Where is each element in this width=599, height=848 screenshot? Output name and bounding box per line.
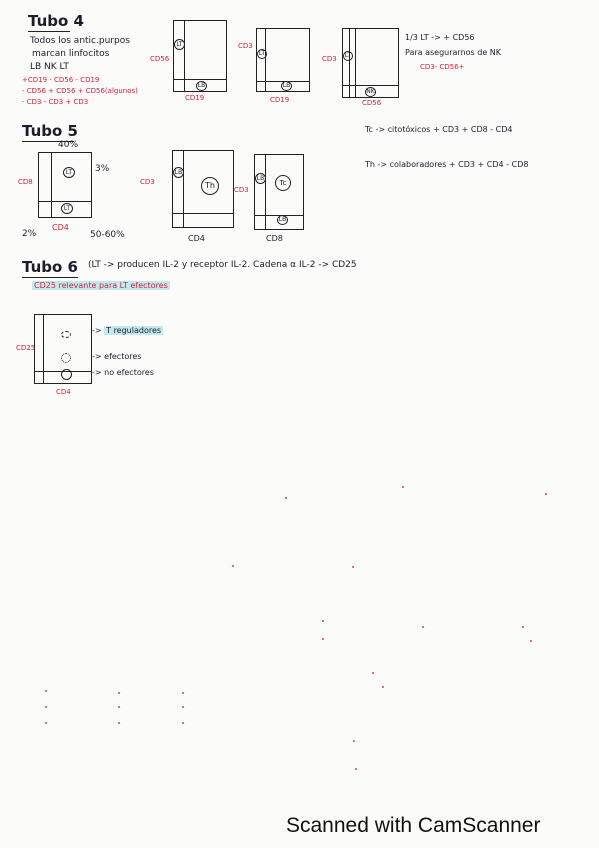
cell-marker: LT (257, 49, 267, 59)
tubo5-title-underline (22, 141, 74, 142)
tubo5-pct-top: 40% (58, 140, 79, 150)
cell-marker: LB (281, 81, 292, 91)
tubo4-plot2: LT LB (256, 28, 310, 92)
cell-marker: LB (173, 167, 184, 178)
tubo4-plot3-xlabel: CD56 (362, 99, 382, 107)
tubo5-note-th: Th -> colaboradores + CD3 + CD4 - CD8 (365, 160, 529, 169)
tubo5-plot1-xlabel: CD4 (52, 223, 69, 232)
cell-marker (61, 353, 71, 363)
tubo6-plot-xlabel: CD4 (56, 388, 71, 396)
gate-line (183, 151, 184, 227)
tubo6-plot-ylabel: CD25 (16, 344, 36, 352)
tubo4-row1: +CD19 - CD56 - CD19 (22, 76, 100, 84)
gate-line (355, 29, 356, 97)
tubo4-plot1: LT LB (173, 20, 227, 92)
tubo4-plot2-ylabel: CD3 (238, 42, 253, 50)
cell-marker: NK (365, 87, 376, 97)
tubo5-plot3: LB Tc LB (254, 154, 304, 230)
gate-line (43, 315, 44, 383)
gate-line (265, 155, 266, 229)
tubo6-desc: (LT -> producen IL-2 y receptor IL-2. Ca… (88, 260, 357, 270)
camscanner-watermark: Scanned with CamScanner (286, 814, 541, 837)
cell-marker: LT (174, 39, 185, 50)
tubo4-desc-line2: marcan linfocitos (32, 49, 110, 59)
tubo6-title: Tubo 6 (22, 258, 78, 276)
tubo5-plot1-ylabel: CD8 (18, 178, 33, 186)
tubo6-label-efectores: -> efectores (92, 352, 142, 361)
tubo6-label2: efectores (104, 352, 142, 361)
tubo5-plot2-xlabel: CD4 (188, 234, 205, 243)
tubo5-plot2-ylabel: CD3 (140, 178, 155, 186)
tubo4-title: Tubo 4 (28, 12, 84, 30)
cell-marker (61, 369, 72, 380)
gate-line (349, 29, 350, 97)
cell-marker: LT (63, 167, 75, 178)
tubo4-title-underline (28, 31, 70, 32)
cell-marker: LT (343, 51, 353, 61)
tubo5-plot1: LT LT (38, 152, 92, 218)
tubo5-title: Tubo 5 (22, 122, 78, 140)
tubo6-label3: no efectores (104, 368, 154, 377)
cell-marker: Tc (275, 175, 291, 191)
cell-marker: LB (255, 173, 266, 184)
tubo5-pct-bottom: 50-60% (90, 230, 125, 240)
tubo4-headers: LB NK LT (30, 62, 69, 72)
tubo4-plot2-xlabel: CD19 (270, 96, 290, 104)
gate-line (343, 85, 398, 86)
tubo6-label-noefectores: -> no efectores (92, 368, 154, 377)
tubo4-row3: - CD3 - CD3 + CD3 (22, 98, 89, 106)
cell-marker: Th (201, 177, 219, 195)
tubo4-row2: - CD56 + CD56 + CD56(algunos) (22, 87, 138, 95)
gate-line (39, 201, 91, 202)
gate-line (184, 21, 185, 91)
tubo4-note-line2: Para asegurarnos de NK (405, 48, 502, 57)
tubo5-plot3-ylabel: CD3 (234, 186, 249, 194)
tubo5-pct-left: 2% (22, 229, 37, 239)
tubo4-desc-line1: Todos los antic.purpos (30, 36, 130, 46)
tubo5-plot3-xlabel: CD8 (266, 234, 283, 243)
tubo6-plot (34, 314, 92, 384)
tubo4-plot1-ylabel: CD56 (150, 55, 170, 63)
gate-line (173, 213, 233, 214)
cell-marker: LT (61, 203, 73, 214)
cell-marker (61, 331, 71, 338)
gate-line (265, 29, 266, 91)
tubo5-plot2: LB Th (172, 150, 234, 228)
gate-line (174, 79, 226, 80)
tubo6-label-reguladores: -> T reguladores (92, 326, 164, 335)
cell-marker: LB (277, 215, 288, 225)
tubo4-plot3: LT NK (342, 28, 399, 98)
tubo6-desc2: CD25 relevante para LT efectores (32, 281, 170, 290)
gate-line (51, 153, 52, 217)
tubo6-label1: T reguladores (104, 326, 164, 335)
tubo6-title-underline (22, 277, 78, 278)
tubo6-desc2-text: CD25 relevante para LT efectores (32, 281, 170, 290)
tubo4-note-line3: CD3- CD56+ (420, 63, 465, 71)
tubo5-note-tc: Tc -> citotóxicos + CD3 + CD8 - CD4 (365, 125, 513, 134)
tubo4-note-line1: 1/3 LT -> + CD56 (405, 33, 475, 42)
cell-marker: LB (196, 81, 207, 91)
tubo5-pct-right: 3% (95, 164, 110, 174)
tubo4-plot3-ylabel: CD3 (322, 55, 337, 63)
tubo4-plot1-xlabel: CD19 (185, 94, 205, 102)
